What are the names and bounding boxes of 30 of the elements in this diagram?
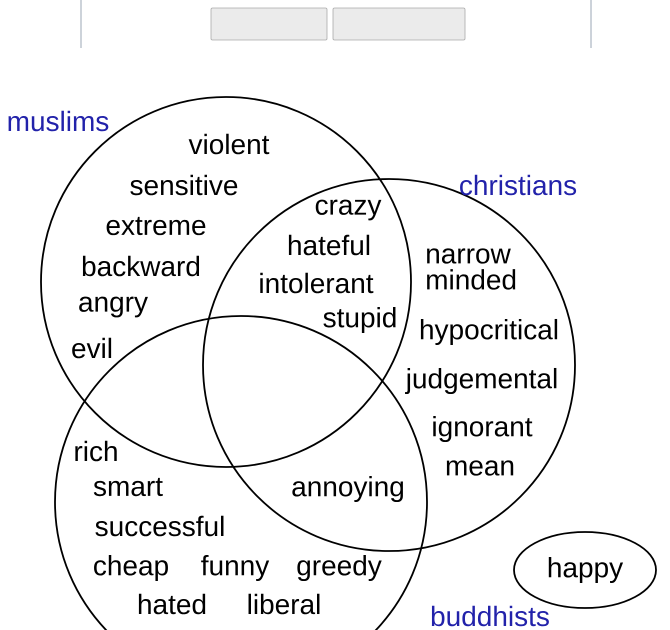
word-label: extreme — [106, 216, 206, 236]
word-label: stupid — [323, 306, 396, 334]
word-label: evil — [72, 338, 112, 358]
word-label: successful — [95, 516, 224, 536]
word-label: crazy — [316, 200, 382, 220]
word-label: smart — [94, 478, 163, 496]
word-label: rich — [75, 440, 117, 462]
word-label: narrow minded — [427, 248, 516, 290]
word-label: sensitive — [130, 174, 238, 196]
group-label: muslims — [8, 110, 108, 132]
word-label: hypocritical — [420, 318, 558, 346]
word-label: angry — [79, 296, 148, 318]
word-label: hated — [138, 594, 206, 614]
word-label: violent — [188, 134, 270, 154]
word-label: backward — [82, 256, 200, 276]
word-label: funny — [201, 554, 270, 582]
word-label: intolerant — [260, 272, 374, 294]
word-label: liberal — [248, 594, 320, 614]
group-label: buddhists — [432, 606, 549, 626]
word-label: annoying — [292, 476, 403, 502]
word-label: cheap — [94, 554, 168, 582]
word-label: greedy — [297, 554, 382, 582]
word-label: happy — [548, 556, 624, 584]
word-label: ignorant — [433, 416, 532, 442]
word-label: mean — [446, 460, 514, 476]
button — [332, 8, 466, 40]
button — [210, 8, 328, 40]
word-label: hateful — [288, 234, 370, 256]
word-label: judgemental — [405, 368, 556, 394]
group-label: christians — [460, 174, 576, 196]
